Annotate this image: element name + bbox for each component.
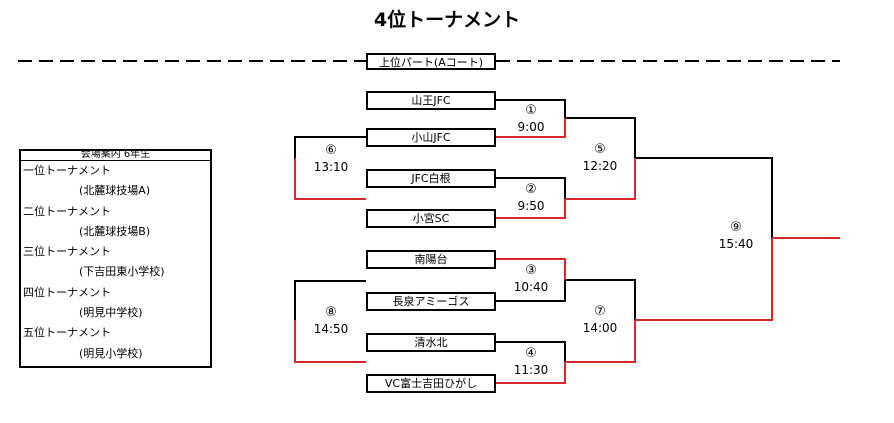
match-9-time: 15:40 [718,237,754,251]
match-2-top [496,177,566,199]
venue-row: 二位トーナメント [23,204,111,218]
match-1-bottom [496,118,566,138]
venue-row: (明見小学校) [79,346,143,360]
match-8-number: ⑧ [325,305,337,320]
venue-row: 三位トーナメント [23,245,111,259]
match-2-label: ② 9:50 [505,181,557,215]
match-8-top [294,280,366,320]
venue-guide-header: 会場案内 6年生 [21,151,210,161]
match-7-number: ⑦ [594,304,606,319]
team-box-8: VC富士吉田ひがし [366,374,496,393]
bracket-black-lines [294,99,773,362]
match-1-top [496,99,566,118]
match-4-time: 11:30 [513,363,549,377]
page-title: 4位トーナメント [373,9,521,31]
team-box-4: 小宮SC [366,209,496,228]
team-box-2: 小山JFC [366,128,496,147]
venue-row: (北麓球技場B) [79,224,151,238]
match-3-time: 10:40 [513,280,549,294]
match-1-label: ① 9:00 [505,102,557,136]
match-2-time: 9:50 [517,199,545,213]
match-6-top [294,136,366,158]
match-6-number: ⑥ [325,143,337,158]
match-4-bottom [496,362,566,384]
section-label: 上位パート(Aコート) [366,53,496,70]
team-box-1: 山王JFC [366,91,496,110]
match-5-top [565,117,636,158]
match-7-label: ⑦ 14:00 [574,303,626,337]
match-7-time: 14:00 [582,321,618,335]
match-6-time: 13:10 [313,160,349,174]
match-2-bottom [496,199,566,219]
match-8-label: ⑧ 14:50 [305,304,357,338]
match-5-time: 12:20 [582,159,618,173]
match-3-top [496,258,566,280]
match-5-label: ⑤ 12:20 [574,141,626,175]
venue-row: (北麓球技場A) [79,184,151,198]
venue-row: 四位トーナメント [23,285,111,299]
team-box-3: JFC白根 [366,169,496,188]
match-1-time: 9:00 [517,120,545,134]
bracket-winner-lines [294,118,840,384]
match-3-number: ③ [525,263,537,278]
match-7-top [565,279,636,320]
team-box-7: 清水北 [366,333,496,352]
match-4-top [496,341,566,362]
match-9-label: ⑨ 15:40 [710,219,762,253]
match-7-bottom [565,320,636,363]
match-4-label: ④ 11:30 [505,345,557,379]
match-9-top [635,157,773,238]
match-4-number: ④ [525,346,537,361]
match-6-label: ⑥ 13:10 [305,142,357,176]
team-box-5: 南陽台 [366,250,496,269]
team-box-6: 長泉アミーゴス [366,292,496,311]
venue-guide: 会場案内 6年生 一位トーナメント (北麓球技場A) 二位トーナメント (北麓球… [19,149,212,368]
match-2-number: ② [525,182,537,197]
match-5-number: ⑤ [594,142,606,157]
match-8-time: 14:50 [313,322,349,336]
match-9-bottom [635,238,773,321]
venue-row: (下吉田東小学校) [79,265,165,279]
match-3-label: ③ 10:40 [505,262,557,296]
match-9-number: ⑨ [730,220,742,235]
venue-row: (明見中学校) [79,306,143,320]
match-5-bottom [565,158,636,200]
match-1-number: ① [525,103,537,118]
venue-row: 五位トーナメント [23,326,111,340]
match-8-bottom [294,320,366,363]
venue-row: 一位トーナメント [23,164,111,177]
match-6-bottom [294,158,366,200]
match-3-bottom [496,280,566,302]
